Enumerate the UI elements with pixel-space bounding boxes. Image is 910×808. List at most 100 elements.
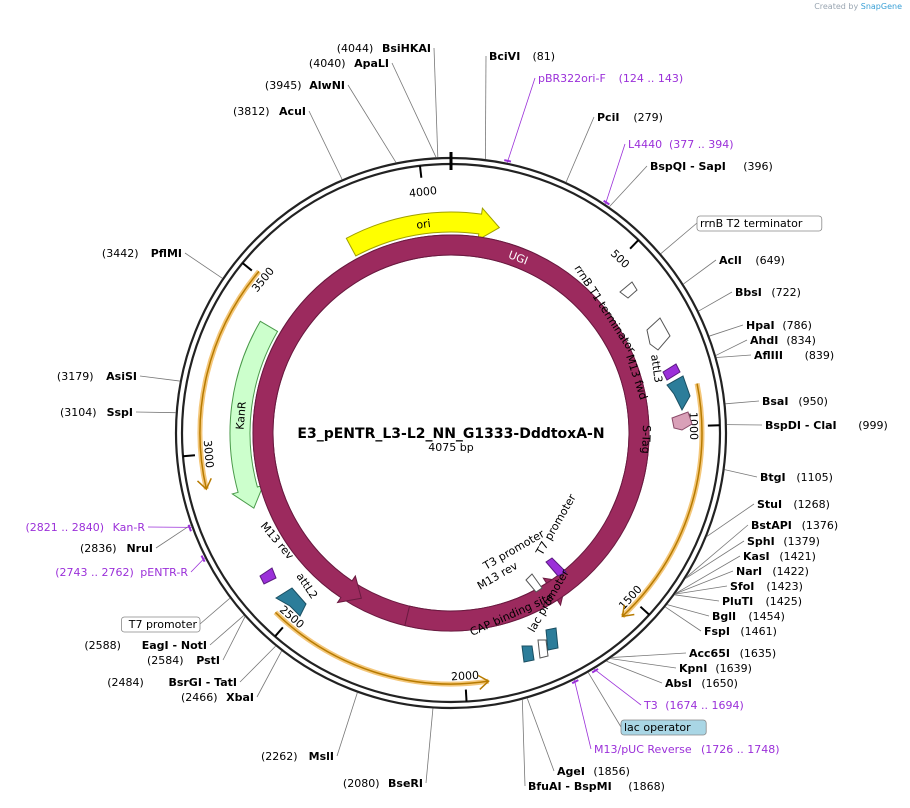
site-bsrgi-tati-2484-coord: (2484) — [107, 676, 144, 689]
site-btgi-1105-name: BtgI — [760, 471, 786, 484]
site-leader-line — [706, 503, 755, 537]
site-leader-line — [716, 354, 752, 358]
site-apali-4040-name: ApaLI — [354, 57, 389, 70]
feature-ori-label: ori — [416, 217, 432, 232]
site-absi-1650-name: AbsI — [665, 677, 692, 690]
site-bgli-1454-name: BglI — [712, 610, 736, 623]
attl3-shape — [666, 375, 691, 412]
snapgene-watermark: Created by SnapGene — [814, 2, 902, 11]
site-bspqi-sapi-396-coord: (396) — [743, 160, 773, 173]
site-leader-line — [155, 524, 191, 549]
site-asisi-3179-coord: (3179) — [57, 370, 94, 383]
site-pflmi-3442-coord: (3442) — [102, 247, 139, 260]
orf-arcs — [196, 269, 705, 690]
site-leader-line — [610, 658, 677, 669]
site-alwni-3945-coord: (3945) — [265, 79, 302, 92]
plasmid-length: 4075 bp — [428, 441, 473, 454]
site-leader-line — [685, 540, 745, 579]
attl3-label: attL3 — [648, 354, 665, 384]
site-leader-line — [199, 597, 231, 625]
site-l4440-385-coord: (377 .. 394) — [669, 138, 734, 151]
site-leader-line — [724, 469, 758, 478]
tick-mark — [241, 262, 253, 272]
site-bspdi-clai-999-coord: (999) — [858, 419, 888, 432]
t7-promoter-shape — [545, 557, 567, 577]
site-stui-1268-coord: (1268) — [793, 498, 830, 511]
rrnb-t2-terminator-shape — [646, 317, 671, 351]
site-btgi-1105-coord: (1105) — [796, 471, 833, 484]
site-sspi-3104-name: SspI — [107, 406, 133, 419]
site-leader-line — [675, 570, 734, 595]
site-leader-line — [391, 62, 437, 158]
attl2-shape — [275, 587, 307, 617]
site-asisi-3179-name: AsiSI — [106, 370, 137, 383]
site-leader-line — [685, 524, 749, 578]
site-pcii-279-coord: (279) — [633, 111, 663, 124]
site-leader-line — [611, 652, 687, 658]
site-bbsi-722-coord: (722) — [771, 286, 801, 299]
site-m13-puc-reverse-1737-name: M13/pUC Reverse — [594, 743, 692, 756]
site-leader-line — [135, 411, 176, 414]
site-leader-line — [587, 672, 622, 728]
tick-label: 500 — [608, 247, 632, 271]
primer-mark — [591, 668, 599, 674]
site-fspi-1461-coord: (1461) — [740, 625, 777, 638]
tick-label: 3000 — [201, 440, 216, 469]
site-pcii-279-name: PciI — [597, 111, 619, 124]
site-m13-puc-reverse-1737-coord: (1726 .. 1748) — [701, 743, 780, 756]
site-pluti-1425-coord: (1425) — [766, 595, 803, 608]
site-leader-line — [667, 604, 710, 617]
primer-mark — [200, 555, 206, 563]
site-bsai-950-name: BsaI — [762, 395, 788, 408]
feature-ugi-arrow — [252, 234, 650, 632]
site-bspdi-clai-999-name: BspDI - ClaI — [765, 419, 837, 432]
site-leader-line — [674, 594, 720, 602]
site-t3-1684-coord: (1674 .. 1694) — [665, 699, 744, 712]
site-leader-line — [593, 668, 642, 706]
site-t3-1684-name: T3 — [643, 699, 658, 712]
site-leader-line — [336, 692, 358, 757]
site-afliii-839-name: AflIII — [754, 349, 783, 362]
site-ahdi-834-coord: (834) — [786, 334, 816, 347]
site-bsihkai-4044-name: BsiHKAI — [382, 42, 431, 55]
feature-ori-arrow — [345, 207, 501, 257]
site-acc65i-1635-coord: (1635) — [740, 647, 777, 660]
site-hpai-786-coord: (786) — [782, 319, 812, 332]
site-leader-line — [308, 110, 343, 180]
plasmid-name: E3_pENTR_L3-L2_NN_G1333-DddtoxA-N — [297, 426, 604, 442]
lac-operator-shape — [545, 627, 559, 651]
site-leader-line — [675, 555, 741, 594]
site-xbai-2466-name: XbaI — [226, 691, 254, 704]
site-msli-2262-coord: (2262) — [261, 750, 298, 763]
site-bcivi-81-name: BciVI — [489, 50, 520, 63]
site-nari-1422-name: NarI — [736, 565, 762, 578]
site-hpai-786-name: HpaI — [746, 319, 775, 332]
site-leader-line — [698, 291, 733, 312]
site-fspi-1461-name: FspI — [704, 625, 730, 638]
site-xbai-2466-coord: (2466) — [181, 691, 218, 704]
plasmid-backbone — [174, 152, 728, 710]
site-sfoi-1423-coord: (1423) — [766, 580, 803, 593]
feature-kanr-arrow — [229, 320, 279, 509]
site-leader-line — [675, 585, 728, 595]
site-stui-1268-name: StuI — [757, 498, 782, 511]
site-bfuai-bspmi-1868-name: BfuAI - BspMI — [528, 780, 612, 793]
site-leader-line — [605, 143, 626, 205]
site-acui-3812-name: AcuI — [279, 105, 306, 118]
site-leader-line — [506, 77, 536, 163]
site-labels: BciVI(81)pBR322ori-F(124 .. 143)PciI(279… — [25, 42, 887, 793]
s-tag-shape — [671, 411, 693, 431]
site-lac-operator-1700-name: lac operator — [624, 721, 691, 734]
s-tag-label: S-Tag — [639, 425, 653, 454]
site-nrui-2836-name: NruI — [126, 542, 153, 555]
tick-mark — [639, 605, 650, 616]
orf-arrowhead — [477, 674, 490, 690]
site-kpni-1639-coord: (1639) — [715, 662, 752, 675]
feature-kanr-label: KanR — [234, 401, 249, 431]
site-afliii-839-coord: (839) — [805, 349, 835, 362]
site-leader-line — [526, 698, 555, 772]
site-absi-1650-coord: (1650) — [701, 677, 738, 690]
site-leader-line — [606, 660, 663, 684]
site-nrui-2836-coord: (2836) — [80, 542, 117, 555]
site-bseri-2080-coord: (2080) — [343, 777, 380, 790]
